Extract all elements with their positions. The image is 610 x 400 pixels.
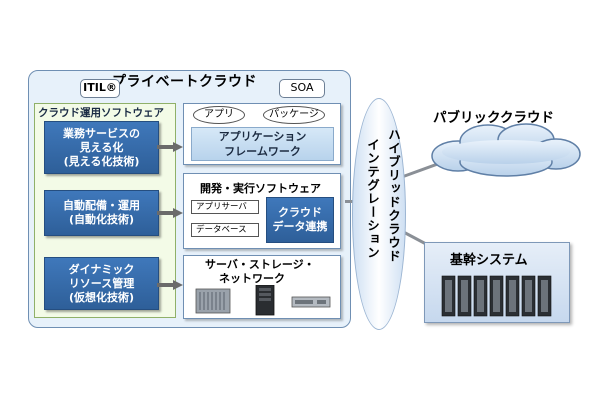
- hybrid-cloud-label: ハイブリッドクラウド: [386, 128, 401, 263]
- arrow-right-icon: [157, 208, 183, 218]
- integration-label: インテグレーション: [365, 138, 380, 260]
- visualization-box: 業務サービスの 見える化 (見える化技術): [44, 121, 159, 174]
- arrow-right-icon: [157, 280, 183, 290]
- public-cloud-title: パブリッククラウド: [433, 110, 554, 126]
- infrastructure-title: サーバ・ストレージ・ ネットワーク: [205, 258, 315, 286]
- cloud-data-link-box: クラウド データ連携: [266, 197, 334, 243]
- automation-line-1: 自動配備・運用: [63, 199, 140, 212]
- virtualization-box: ダイナミック リソース管理 (仮想化技術): [44, 257, 159, 310]
- server-rack-icon: [441, 275, 552, 317]
- hybrid-cloud-ellipse: [352, 98, 406, 330]
- cloud-data-line-1: クラウド: [278, 206, 322, 219]
- cloud-ops-software-title: クラウド運用ソフトウェア: [38, 107, 164, 119]
- soa-label: SOA: [279, 79, 325, 98]
- core-system-title: 基幹システム: [450, 253, 528, 268]
- cloud-data-line-2: データ連携: [272, 220, 328, 233]
- arrow-right-icon: [157, 142, 183, 152]
- app-chip: アプリ: [193, 106, 245, 124]
- database-box: データベース: [191, 223, 259, 237]
- cloud-icon: [431, 123, 581, 177]
- infrastructure-title-line-1: サーバ・ストレージ・: [205, 258, 315, 271]
- framework-line-2: フレームワーク: [224, 145, 301, 158]
- package-chip: パッケージ: [263, 106, 325, 124]
- itil-label: ITIL®: [80, 79, 120, 98]
- automation-line-2: (自動化技術): [68, 213, 135, 226]
- virtualization-line-1: ダイナミック: [68, 262, 135, 276]
- visualization-line-2: 見える化: [79, 140, 124, 154]
- framework-line-1: アプリケーション: [218, 130, 307, 143]
- private-cloud-title: プライベートクラウド: [112, 74, 257, 90]
- virtualization-line-2: リソース管理: [68, 276, 135, 290]
- hardware-icon: [195, 285, 331, 316]
- visualization-line-1: 業務サービスの: [63, 126, 140, 140]
- infrastructure-title-line-2: ネットワーク: [219, 272, 285, 285]
- dev-runtime-title: 開発・実行ソフトウェア: [200, 182, 321, 195]
- visualization-line-3: (見える化技術): [63, 154, 140, 168]
- virtualization-line-3: (仮想化技術): [68, 290, 135, 304]
- app-server-box: アプリサーバ: [191, 200, 259, 214]
- application-framework-box: アプリケーション フレームワーク: [191, 127, 334, 161]
- automation-box: 自動配備・運用 (自動化技術): [44, 190, 159, 236]
